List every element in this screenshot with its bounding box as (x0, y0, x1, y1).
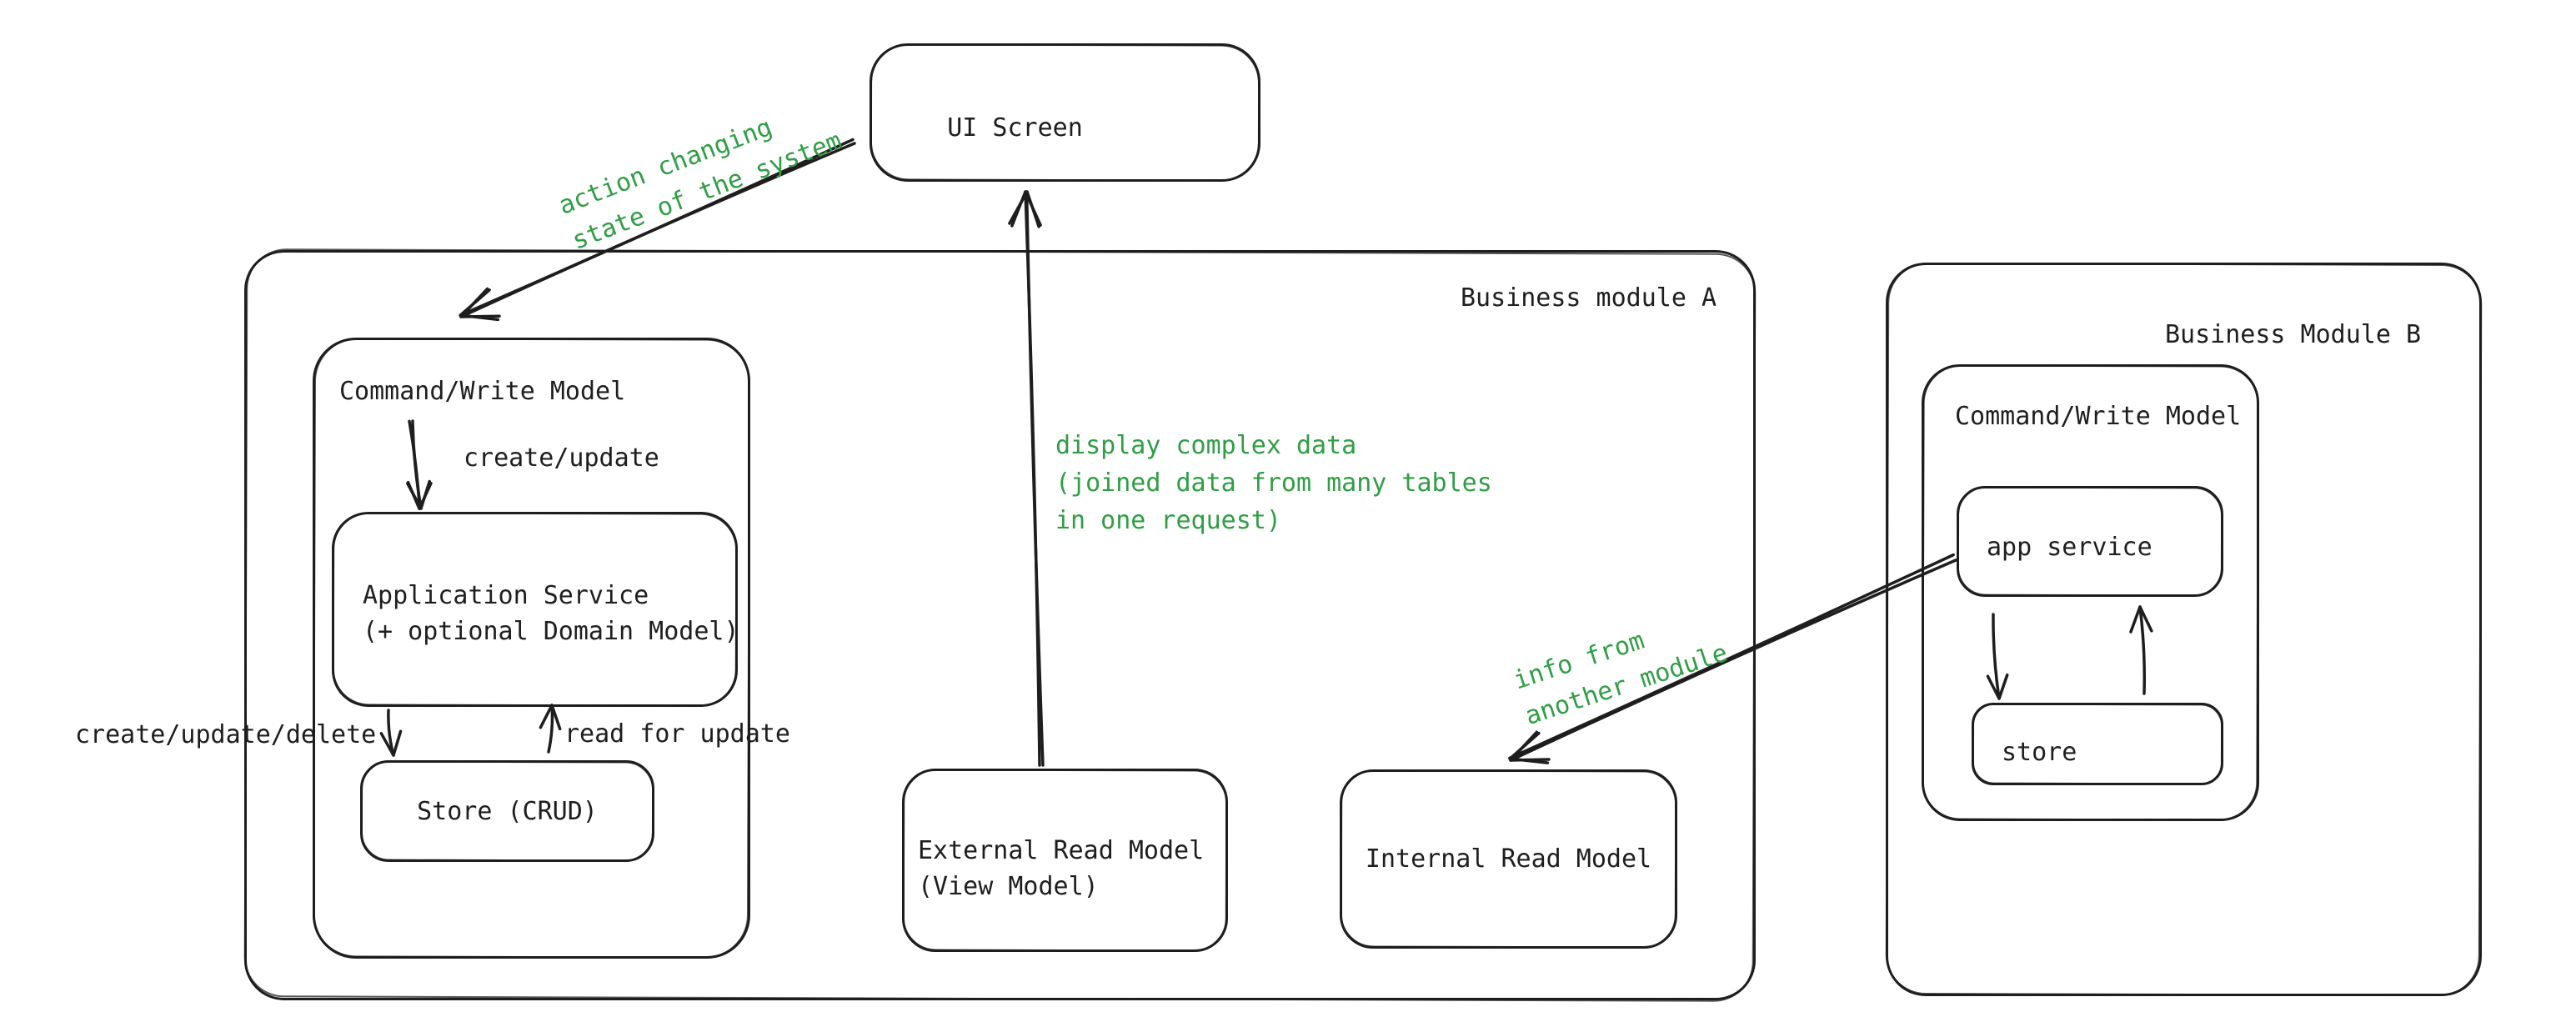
ui-screen-label: UI Screen (947, 113, 1083, 143)
create-update-delete-edge-label: create/update/delete (75, 720, 377, 749)
business-module-a-container: Business module A (244, 250, 1756, 1000)
application-service-label: Application Service (+ optional Domain M… (363, 581, 739, 646)
annotation-action-changing-state: action changing state of the system (554, 113, 846, 256)
store-crud-box: Store (CRUD) (360, 760, 654, 862)
application-service-box: Application Service (+ optional Domain M… (332, 512, 739, 707)
store-box: store (1972, 703, 2223, 785)
external-read-model-box: External Read Model (View Model) (902, 769, 1228, 952)
store-label: store (2002, 738, 2077, 767)
command-write-model-a-label: Command/Write Model (339, 377, 626, 406)
store-crud-label: Store (CRUD) (417, 796, 598, 826)
command-write-model-b-container: Command/Write Model (1922, 364, 2259, 821)
command-write-model-b-label: Command/Write Model (1955, 402, 2242, 431)
business-module-b-label: Business Module B (2164, 320, 2421, 349)
ui-screen-box: UI Screen (870, 43, 1260, 182)
external-read-model-label: External Read Model (View Model) (918, 836, 1205, 901)
annotation-display-complex-data: display complex data (joined data from m… (1055, 431, 1492, 535)
business-module-a-label: Business module A (1460, 283, 1716, 313)
internal-read-model-box: Internal Read Model (1340, 769, 1677, 949)
internal-read-model-label: Internal Read Model (1365, 844, 1652, 874)
app-service-label: app service (1987, 533, 2153, 562)
read-for-update-edge-label: read for update (564, 719, 790, 749)
create-update-edge-label: create/update (464, 443, 659, 473)
command-write-model-a-container: Command/Write Model (313, 338, 750, 959)
business-module-b-container: Business Module B (1886, 263, 2482, 996)
app-service-box: app service (1957, 486, 2223, 597)
